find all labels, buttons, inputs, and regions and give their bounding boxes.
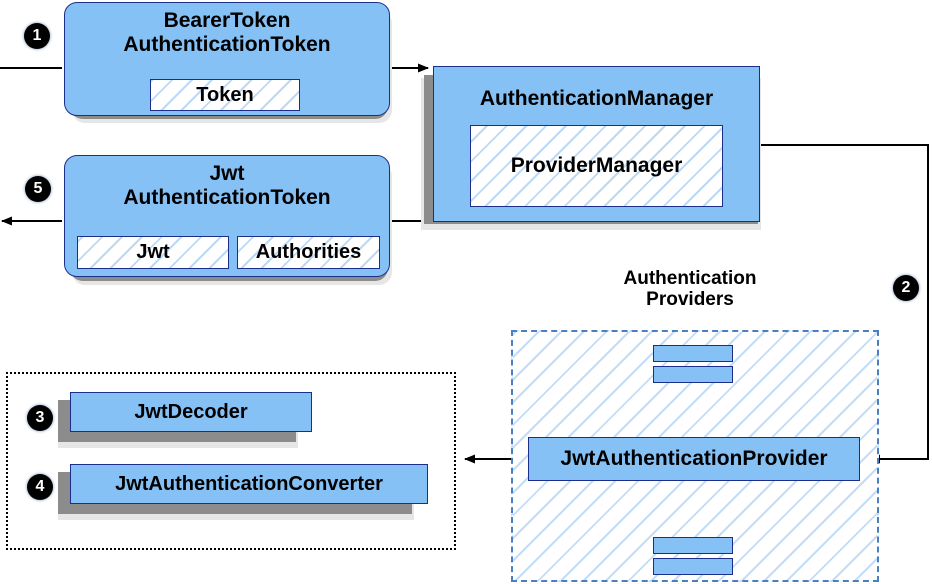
badge-step-5: 5 [25,176,51,202]
provider-stub-top-2 [653,366,733,383]
node-jwt-decoder[interactable]: JwtDecoder [70,392,312,432]
compartment-provider-manager: ProviderManager [470,125,723,207]
compartment-authorities: Authorities [237,236,380,269]
badge-step-2: 2 [893,275,919,301]
node-jwt-authentication-converter[interactable]: JwtAuthenticationConverter [70,464,428,504]
node-jwt-authentication-provider-title: JwtAuthenticationProvider [560,447,828,471]
badge-step-1: 1 [24,23,50,49]
provider-stub-bottom-2 [653,558,733,575]
node-jwt-authentication-converter-title: JwtAuthenticationConverter [115,472,383,495]
badge-step-3: 3 [27,405,53,431]
node-bearer-token-title: BearerToken AuthenticationToken [123,9,331,56]
node-jwt-authentication-provider[interactable]: JwtAuthenticationProvider [528,437,860,481]
provider-stub-top-1 [653,345,733,362]
node-jwt-authentication-token-title: Jwt AuthenticationToken [123,162,331,209]
node-authentication-manager-title: AuthenticationManager [479,87,714,110]
node-jwt-decoder-title: JwtDecoder [134,400,248,423]
group-jwt-support [6,372,456,550]
compartment-token: Token [150,79,300,111]
provider-stub-bottom-1 [653,537,733,554]
compartment-jwt: Jwt [77,236,229,269]
connector-manager-to-provider [760,144,929,464]
badge-step-4: 4 [27,474,53,500]
group-label-authentication-providers: Authentication Providers [623,268,757,311]
